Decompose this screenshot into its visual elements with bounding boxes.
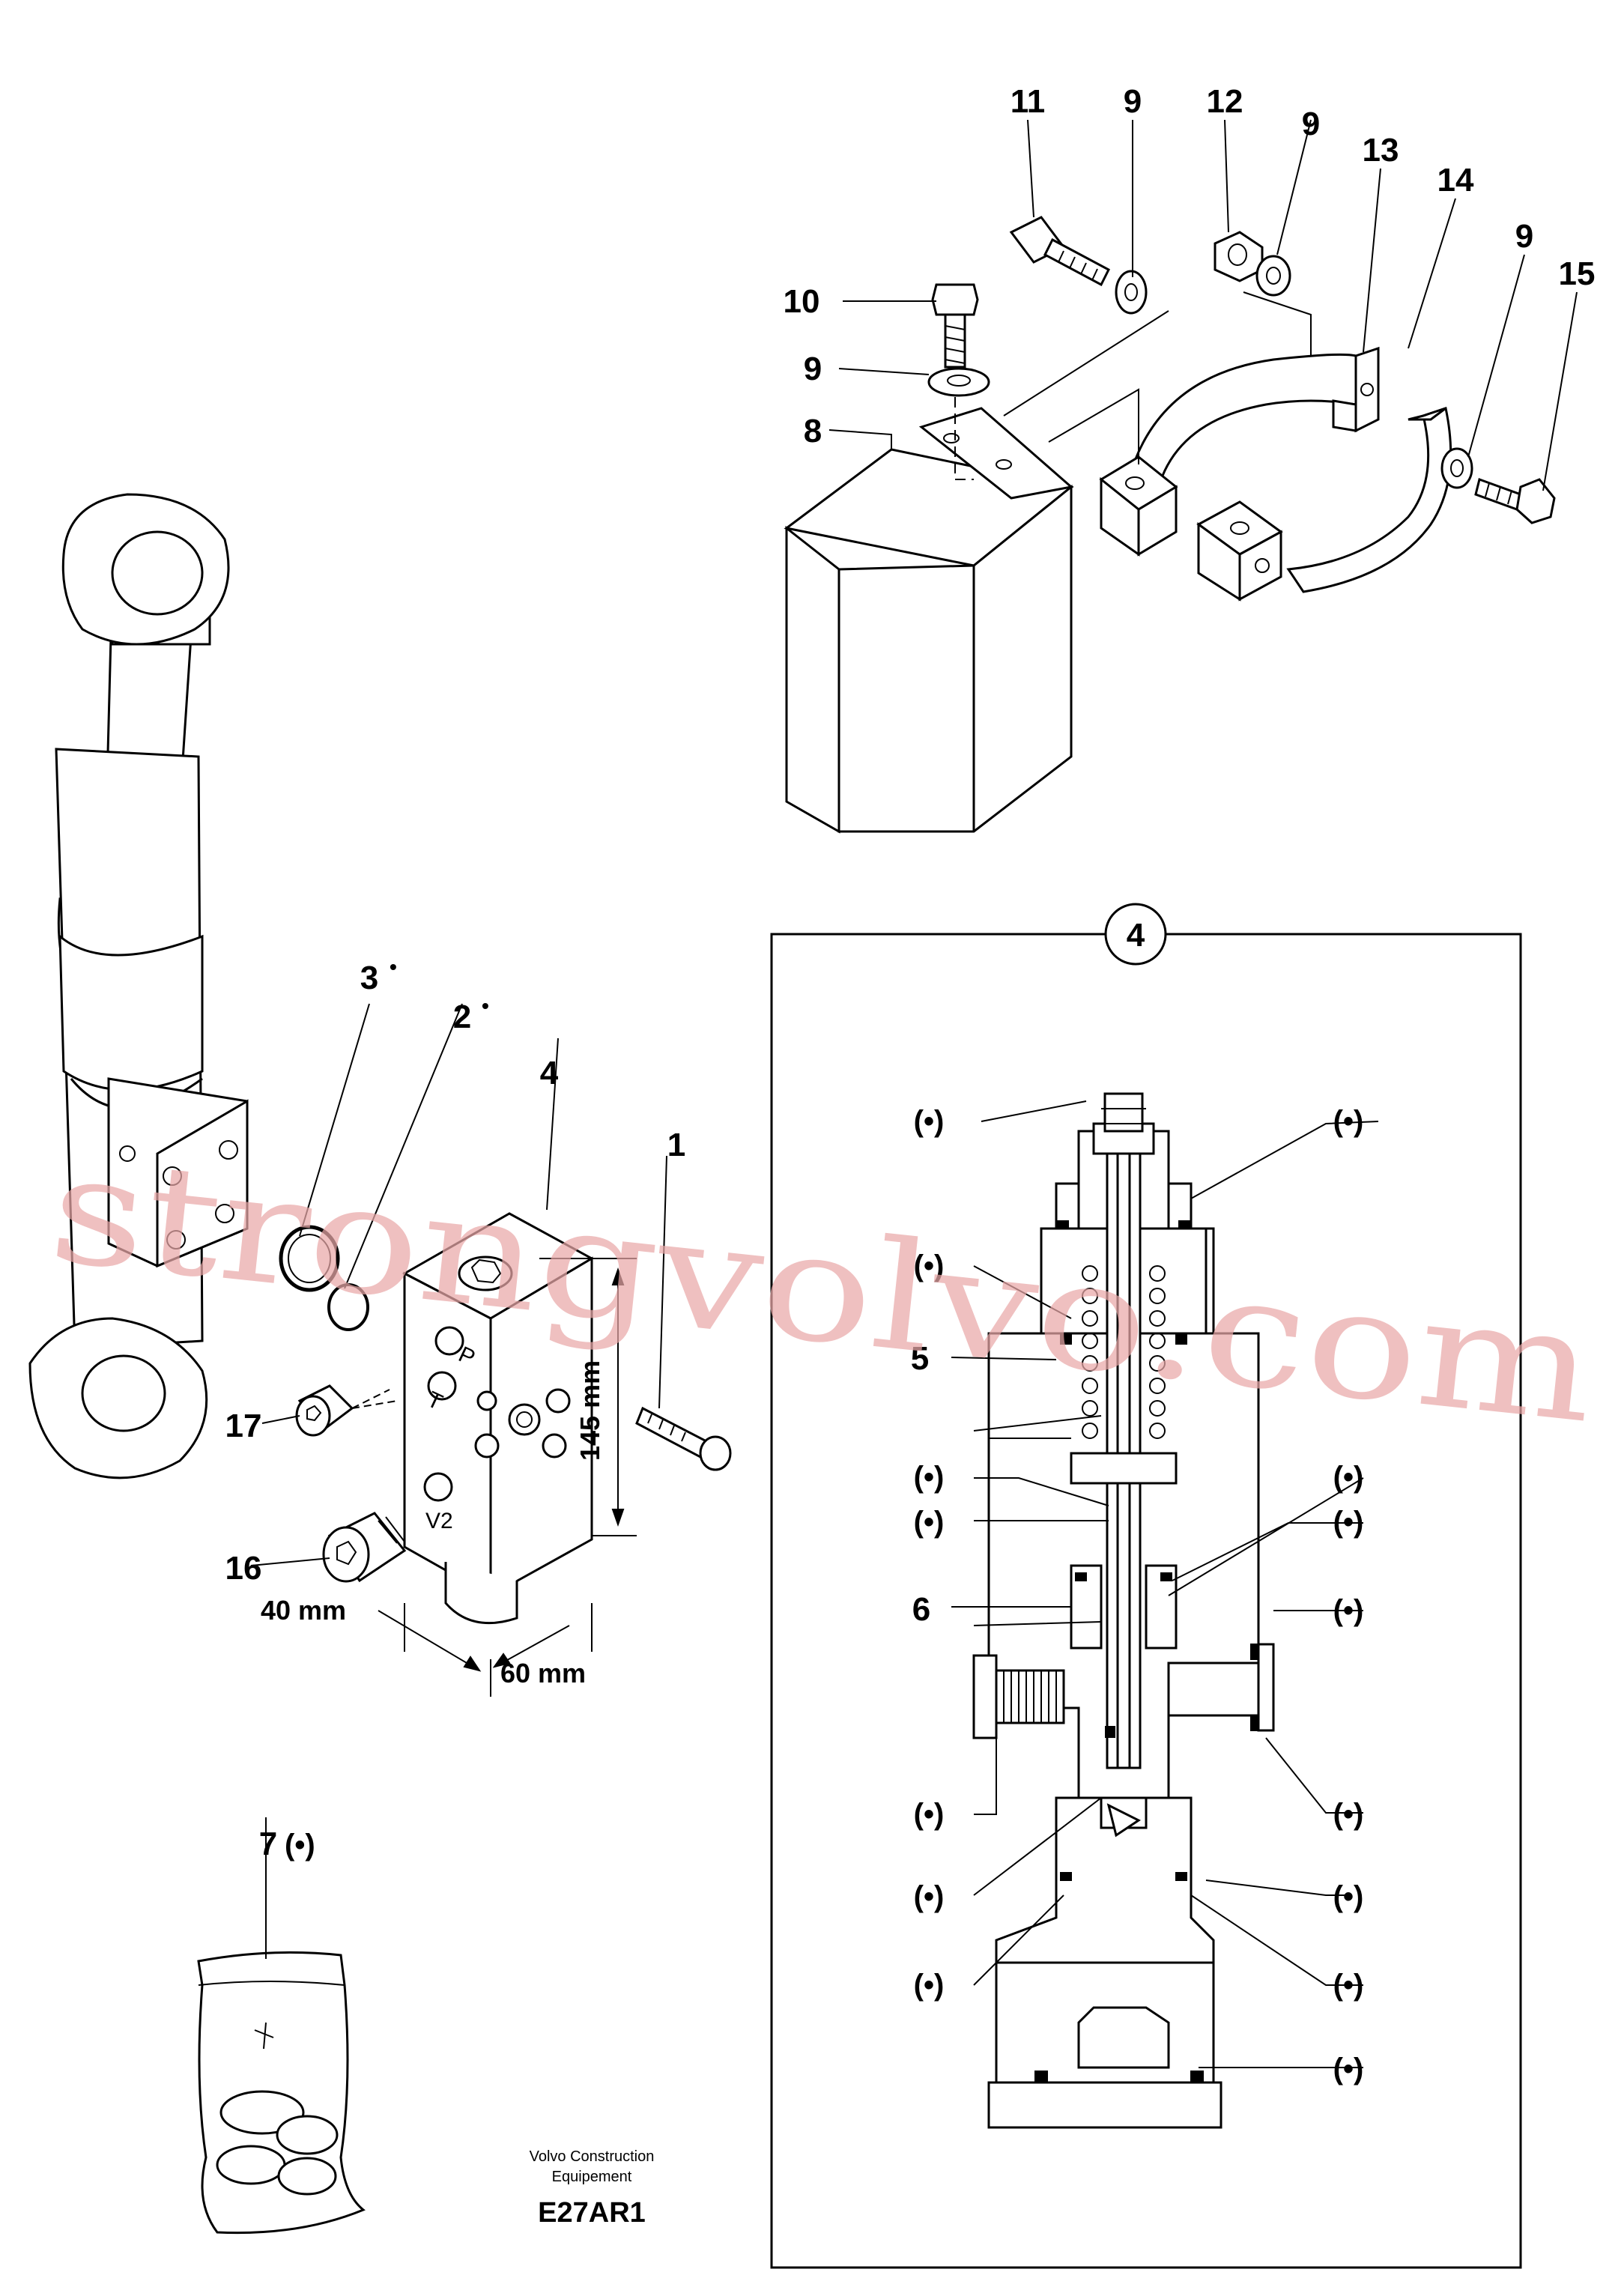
callout-10: 10 bbox=[784, 283, 820, 320]
callout-3: 3 bbox=[360, 960, 378, 996]
seal-marker-9: (•) bbox=[914, 1798, 945, 1831]
callout-16: 16 bbox=[225, 1550, 262, 1587]
callout-2-bullet: • bbox=[482, 994, 489, 1017]
o-ring-3 bbox=[279, 1225, 340, 1292]
bolt-15 bbox=[1474, 478, 1556, 524]
seal-marker-12: (•) bbox=[1333, 1880, 1364, 1913]
callout-14: 14 bbox=[1437, 162, 1474, 199]
seal-marker-4: (•) bbox=[914, 1461, 945, 1494]
seal-marker-3: (•) bbox=[914, 1249, 945, 1282]
plug-17 bbox=[295, 1384, 398, 1437]
seal-marker-14: (•) bbox=[1333, 1969, 1364, 2002]
callout-9-tank: 9 bbox=[804, 351, 822, 387]
drawing-code: E27AR1 bbox=[538, 2197, 646, 2229]
washer-9-clamp bbox=[1440, 447, 1473, 489]
callout-5: 5 bbox=[911, 1340, 929, 1377]
seal-marker-13: (•) bbox=[914, 1969, 945, 2002]
nut-12 bbox=[1214, 231, 1264, 282]
company-name-line-1: Volvo Construction bbox=[530, 2148, 655, 2165]
dimension-width: 60 mm bbox=[500, 1658, 586, 1688]
screw-1 bbox=[635, 1406, 732, 1471]
callout-15: 15 bbox=[1559, 255, 1596, 292]
callout-1: 1 bbox=[667, 1127, 685, 1163]
callout-11: 11 bbox=[1011, 83, 1046, 120]
dimension-depth: 40 mm bbox=[261, 1595, 346, 1626]
callout-17: 17 bbox=[225, 1408, 262, 1444]
watermark: strongvolvo.com bbox=[43, 1121, 1603, 1457]
callout-4: 4 bbox=[540, 1055, 559, 1091]
callout-7: 7 bbox=[259, 1826, 277, 1862]
assembly-lines bbox=[1003, 291, 1312, 464]
bolt-10 bbox=[931, 283, 979, 369]
company-name-line-2: Equipement bbox=[552, 2169, 632, 2185]
dimension-lines bbox=[378, 1258, 637, 1697]
detail-badge: 4 bbox=[1104, 903, 1167, 966]
plug-16 bbox=[322, 1512, 407, 1583]
washer-9-tank bbox=[927, 367, 990, 397]
callout-9-clamp: 9 bbox=[1515, 218, 1533, 255]
callout-9-nut: 9 bbox=[1302, 106, 1320, 142]
check-valve-block bbox=[402, 1212, 595, 1625]
callout-8: 8 bbox=[804, 413, 822, 449]
seal-marker-2: (•) bbox=[1333, 1105, 1364, 1138]
callout-leader-lines bbox=[250, 119, 1578, 1959]
seal-marker-1: (•) bbox=[914, 1105, 945, 1138]
callout-7-set-marker: (•) bbox=[285, 1829, 315, 1862]
clamp-bracket bbox=[1099, 346, 1452, 602]
callout-13: 13 bbox=[1363, 132, 1399, 169]
callout-2: 2 bbox=[453, 999, 471, 1035]
valve-cross-section bbox=[972, 1092, 1275, 2129]
seal-marker-15: (•) bbox=[1333, 2053, 1364, 2085]
svg-text:4: 4 bbox=[1127, 917, 1145, 954]
accumulator-tank bbox=[784, 407, 1074, 834]
callout-3-bullet: • bbox=[390, 955, 397, 978]
washer-9-nut bbox=[1255, 255, 1291, 297]
o-ring-2 bbox=[327, 1283, 369, 1331]
seal-marker-8: (•) bbox=[1333, 1594, 1364, 1627]
detail-leader-lines bbox=[973, 1100, 1379, 2068]
callout-9-bolt: 9 bbox=[1124, 83, 1142, 120]
callout-12: 12 bbox=[1207, 83, 1243, 120]
hydraulic-cylinder bbox=[28, 493, 249, 1479]
seal-marker-5: (•) bbox=[1333, 1461, 1364, 1494]
seal-kit-bag bbox=[197, 1951, 366, 2235]
washer-9-bolt bbox=[1115, 270, 1148, 315]
seal-marker-10: (•) bbox=[1333, 1798, 1364, 1831]
seal-marker-6: (•) bbox=[914, 1506, 945, 1539]
seal-marker-7: (•) bbox=[1333, 1506, 1364, 1539]
dimension-height: 145 mm bbox=[575, 1360, 605, 1461]
bolt-11 bbox=[1009, 216, 1110, 287]
port-label-v2: V2 bbox=[425, 1509, 453, 1533]
tank-bolt-axis bbox=[954, 397, 974, 480]
callout-6: 6 bbox=[912, 1591, 930, 1628]
seal-marker-11: (•) bbox=[914, 1880, 945, 1913]
